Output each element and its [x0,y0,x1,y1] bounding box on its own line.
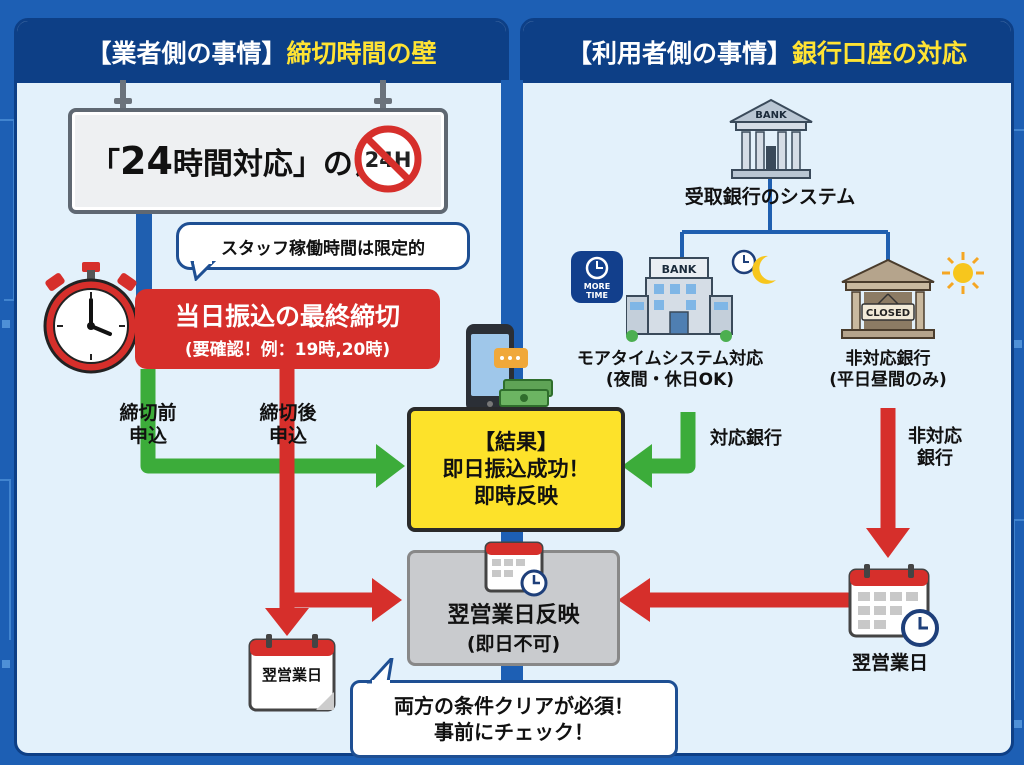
after-deadline-l1: 締切後 [259,402,317,424]
bank-building-icon: BANK [729,98,813,179]
deadline-note: (要確認！例：19時,20時) [184,340,391,360]
noncompatible-bank-l1: 非対応銀行 [845,349,931,369]
right-header-bracket: 【利用者側の事情】 [566,39,792,68]
before-deadline-l1: 締切前 [119,402,177,424]
more-time-l2: TIME [586,291,608,300]
noncompatible-bank-l2: (平日昼間のみ) [829,369,947,390]
after-deadline-l2: 申込 [268,425,307,448]
final-l1: 両方の条件クリアが必須！ [394,694,634,718]
after-deadline-label: 締切後 申込 [238,402,338,448]
right-header-highlight: 銀行口座の対応 [792,39,968,68]
bank-sign-text: BANK [755,110,788,121]
final-check-bubble: 両方の条件クリアが必須！ 事前にチェック！ [350,680,678,758]
closed-sign-text: CLOSED [866,308,910,319]
noncompatible-bank-label: 非対応銀行 (平日昼間のみ) [800,349,976,390]
sun-icon [942,252,984,294]
money-stack-icon [499,379,553,407]
next-day-note: (即日不可) [466,633,561,655]
right-panel-header: 【利用者側の事情】 銀行口座の対応 [523,21,1011,83]
noncompatible-arrow-label: 非対応 銀行 [900,426,970,470]
compatible-bank-building-icon: BANK [626,257,733,342]
sign-rest-text: 時間対応」の罠 [172,147,383,182]
noncompatible-arrow-l2: 銀行 [917,447,953,469]
stopwatch-icon [43,262,139,374]
before-deadline-l2: 申込 [128,425,167,448]
final-bubble-tail [366,658,394,684]
receiving-bank-system-label: 受取銀行のシステム [684,186,856,208]
compatible-bank-l1: モアタイムシステム対応 [576,349,764,369]
deadline-banner: 当日振込の最終締切 (要確認！例：19時,20時) [135,289,440,369]
next-day-box: 翌営業日反映 (即日不可) [407,541,620,666]
more-time-l1: MORE [584,282,610,291]
sign-big-number: 24 [120,139,173,183]
calendar-icon [248,634,336,712]
result-success: 即日振込成功！ [442,456,590,481]
smartphone-icon [466,324,553,412]
result-instant: 即時反映 [474,484,558,509]
compatible-bank-sign: BANK [662,263,697,276]
right-calendar-clock-icon [848,564,939,647]
deadline-title: 当日振込の最終締切 [174,302,400,331]
left-header-highlight: 締切時間の壁 [286,39,437,68]
closed-bank-building-icon: CLOSED [841,258,935,339]
result-box: 【結果】 即日振込成功！ 即時反映 [407,407,625,532]
right-calendar-label: 翌営業日 [851,652,928,674]
more-time-icon: MORE TIME [571,251,623,303]
compatible-bank-l2: (夜間・休日OK) [605,369,735,390]
compatible-arrow-label: 対応銀行 [710,428,782,449]
compatible-bank-label: モアタイムシステム対応 (夜間・休日OK) [570,349,770,390]
next-day-title: 翌営業日反映 [447,603,580,628]
staff-bubble-tail [190,261,216,281]
noncompatible-arrow-l1: 非対応 [908,426,962,447]
staff-hours-bubble: スタッフ稼働時間は限定的 [176,222,470,270]
final-l2: 事前にチェック！ [434,720,594,744]
left-header-bracket: 【業者側の事情】 [86,39,287,68]
left-panel-header: 【業者側の事情】 締切時間の壁 [17,21,506,83]
no-24h-icon: 24H [354,125,422,193]
calendar-clock-icon [484,541,548,597]
night-clock-moon-icon [731,249,776,284]
before-deadline-label: 締切前 申込 [98,402,198,448]
result-title: 【結果】 [474,429,558,454]
sign-open-bracket: 「 [90,147,120,182]
left-calendar-label: 翌営業日 [261,666,322,684]
